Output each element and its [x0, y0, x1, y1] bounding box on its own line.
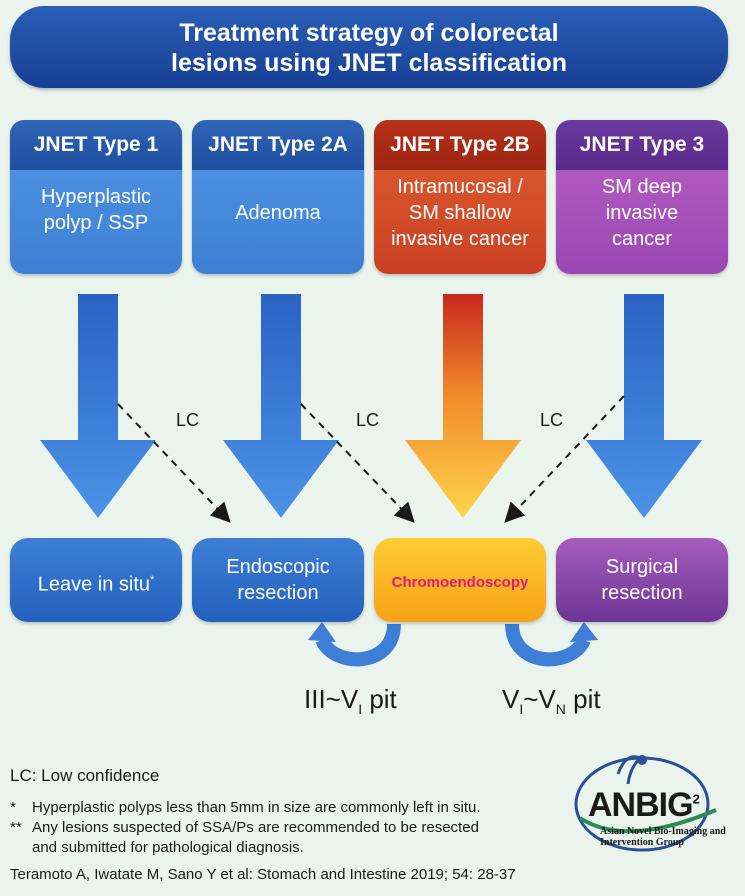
outcome-label: Endoscopic: [226, 556, 330, 578]
pit-text: ~V: [523, 684, 556, 714]
down-arrow-type1: [40, 294, 156, 518]
type-desc-line: polyp / SSP: [43, 212, 149, 234]
type-header: JNET Type 1: [10, 120, 182, 170]
outcome-label: resection: [237, 582, 319, 604]
logo-subtitle-line: Intervention Group: [600, 837, 684, 848]
lc-label: LC: [540, 410, 564, 430]
endoscopic-resection-box: Endoscopic resection: [192, 538, 364, 622]
logo-superscript: 2: [692, 791, 700, 807]
outcome-label: Leave in situ: [37, 573, 150, 596]
reference-citation: Teramoto A, Iwatate M, Sano Y et al: Sto…: [10, 866, 516, 883]
leave-in-situ-box: Leave in situ*: [10, 538, 182, 622]
footnote: and submitted for pathological diagnosis…: [10, 838, 560, 858]
lc-label: LC: [176, 410, 200, 430]
lc-dashed-arrow-2: [300, 403, 415, 523]
curve-arrow-left: [315, 623, 401, 667]
pit-text: V: [502, 684, 520, 714]
curve-arrow-right: [505, 623, 591, 667]
logo-subtitle: Asian Novel Bio-Imaging and Intervention…: [600, 826, 726, 848]
chromoendoscopy-box: Chromoendoscopy: [374, 538, 546, 622]
down-arrow-type2b: [405, 294, 521, 518]
globe-icon: [574, 755, 717, 852]
type-description: Adenoma: [192, 170, 364, 274]
type-desc-line: invasive cancer: [391, 228, 529, 250]
type-header: JNET Type 3: [556, 120, 728, 170]
type-header: JNET Type 2B: [374, 120, 546, 170]
footnote-mark: *: [150, 574, 155, 586]
type-desc-line: Hyperplastic: [40, 186, 152, 208]
lc-dashed-arrow-1: [117, 403, 231, 523]
type-desc-line: invasive: [605, 202, 679, 224]
type-desc-line: SM deep: [601, 176, 683, 198]
outcome-label: Surgical: [605, 556, 679, 578]
footnote-text: Hyperplastic polyps less than 5mm in siz…: [32, 799, 481, 816]
pit-subscript: N: [555, 701, 566, 718]
type-description: Intramucosal / SM shallow invasive cance…: [374, 170, 546, 274]
title-line-1: Treatment strategy of colorectal: [179, 19, 559, 47]
type-desc-line: cancer: [611, 228, 673, 250]
logo-wordmark: ANBIG2: [588, 786, 700, 825]
outcome-label: Chromoendoscopy: [391, 574, 529, 591]
footnote-mark: *: [10, 799, 16, 816]
jnet-type-3-card: JNET Type 3 SM deep invasive cancer: [556, 120, 728, 274]
type-desc-line: Intramucosal /: [397, 176, 523, 198]
footnote: * Hyperplastic polyps less than 5mm in s…: [10, 798, 560, 818]
footnote: ** Any lesions suspected of SSA/Ps are r…: [10, 818, 560, 838]
down-arrow-type3: [586, 294, 702, 518]
type-desc-line: Adenoma: [235, 202, 321, 224]
pit-text: pit: [565, 684, 601, 714]
down-arrow-type2a: [223, 294, 339, 518]
pit-subscript: I: [358, 701, 363, 718]
jnet-type-1-card: JNET Type 1 Hyperplastic polyp / SSP: [10, 120, 182, 274]
logo-name: ANBIG: [588, 786, 694, 824]
footnotes: * Hyperplastic polyps less than 5mm in s…: [10, 798, 560, 858]
pit-text: pit: [362, 684, 397, 714]
jnet-type-2a-card: JNET Type 2A Adenoma: [192, 120, 364, 274]
lc-legend: LC: Low confidence: [10, 766, 160, 785]
footnote-mark: [10, 838, 32, 858]
diagram-title: Treatment strategy of colorectal lesions…: [10, 6, 728, 88]
pit-subscript: I: [519, 701, 524, 718]
type-description: Hyperplastic polyp / SSP: [10, 170, 182, 274]
logo-subtitle-line: Asian Novel Bio-Imaging and: [600, 826, 726, 837]
type-header: JNET Type 2A: [192, 120, 364, 170]
title-line-2: lesions using JNET classification: [171, 49, 567, 77]
anbig-logo: ANBIG2 Asian Novel Bio-Imaging and Inter…: [566, 748, 736, 858]
type-desc-line: SM shallow: [408, 202, 512, 224]
pit-label-left: III~VI pit: [304, 684, 397, 717]
surgical-resection-box: Surgical resection: [556, 538, 728, 622]
jnet-type-2b-card: JNET Type 2B Intramucosal / SM shallow i…: [374, 120, 546, 274]
outcome-label: resection: [601, 582, 683, 604]
lc-label: LC: [356, 410, 380, 430]
footnote-mark: **: [10, 819, 22, 836]
lc-dashed-arrow-3: [504, 395, 625, 523]
footnote-text: Any lesions suspected of SSA/Ps are reco…: [32, 819, 479, 836]
type-description: SM deep invasive cancer: [556, 170, 728, 274]
pit-text: III~V: [304, 684, 359, 714]
pit-label-right: VI~VN pit: [502, 684, 601, 717]
footnote-text: and submitted for pathological diagnosis…: [32, 839, 304, 856]
